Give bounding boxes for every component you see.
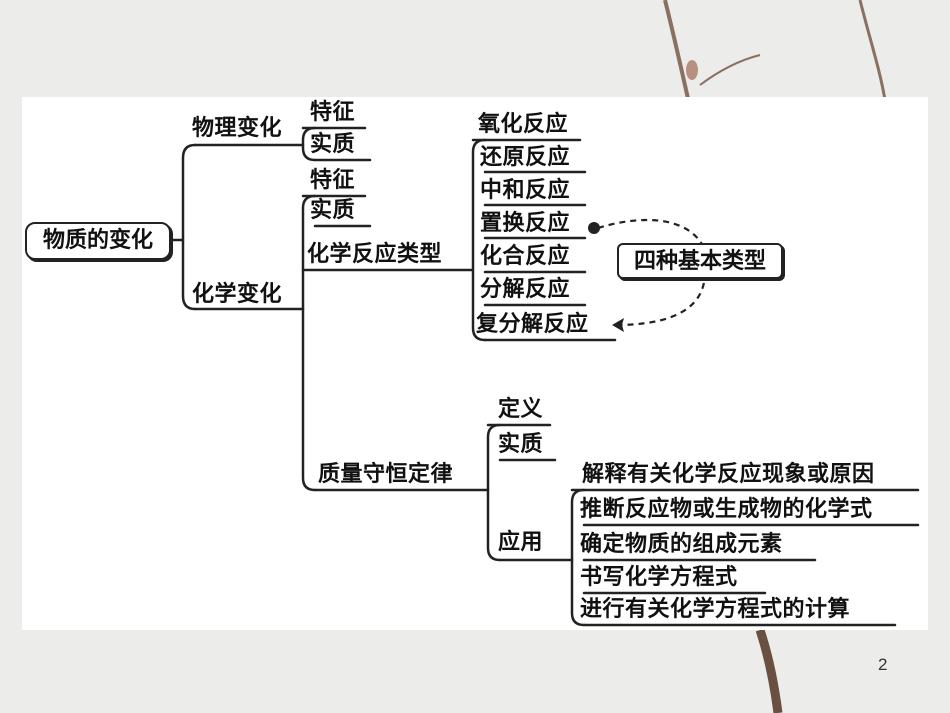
reaction-types-label: 化学反应类型	[307, 242, 443, 267]
physical-essence-label: 实质	[310, 132, 356, 157]
physical-change-label: 物理变化	[192, 116, 283, 141]
reaction-type-item: 氧化反应	[478, 112, 569, 137]
application-item: 进行有关化学方程式的计算	[580, 597, 851, 622]
conservation-definition-label: 定义	[498, 397, 544, 422]
root-node: 物质的变化	[25, 222, 171, 260]
application-label: 应用	[498, 530, 544, 555]
page-number: 2	[878, 655, 888, 674]
reaction-type-item: 还原反应	[480, 145, 571, 170]
reaction-type-item: 复分解反应	[476, 312, 589, 337]
conservation-essence-label: 实质	[498, 432, 544, 457]
chemical-change-label: 化学变化	[192, 282, 283, 307]
reaction-type-item: 中和反应	[480, 178, 571, 203]
application-item: 书写化学方程式	[580, 565, 738, 590]
diagram-panel	[22, 97, 928, 630]
conservation-law-label: 质量守恒定律	[318, 462, 454, 487]
chemical-feature-label: 特征	[310, 168, 356, 193]
chemical-essence-label: 实质	[310, 198, 356, 223]
physical-feature-label: 特征	[310, 100, 356, 125]
reaction-type-item: 化合反应	[480, 244, 571, 269]
basic-types-node: 四种基本类型	[617, 243, 783, 279]
reaction-type-item: 置换反应	[480, 211, 571, 236]
reaction-type-item: 分解反应	[480, 277, 571, 302]
application-item: 解释有关化学反应现象或原因	[582, 462, 875, 487]
application-item: 确定物质的组成元素	[580, 532, 783, 557]
application-item: 推断反应物或生成物的化学式	[580, 497, 873, 522]
